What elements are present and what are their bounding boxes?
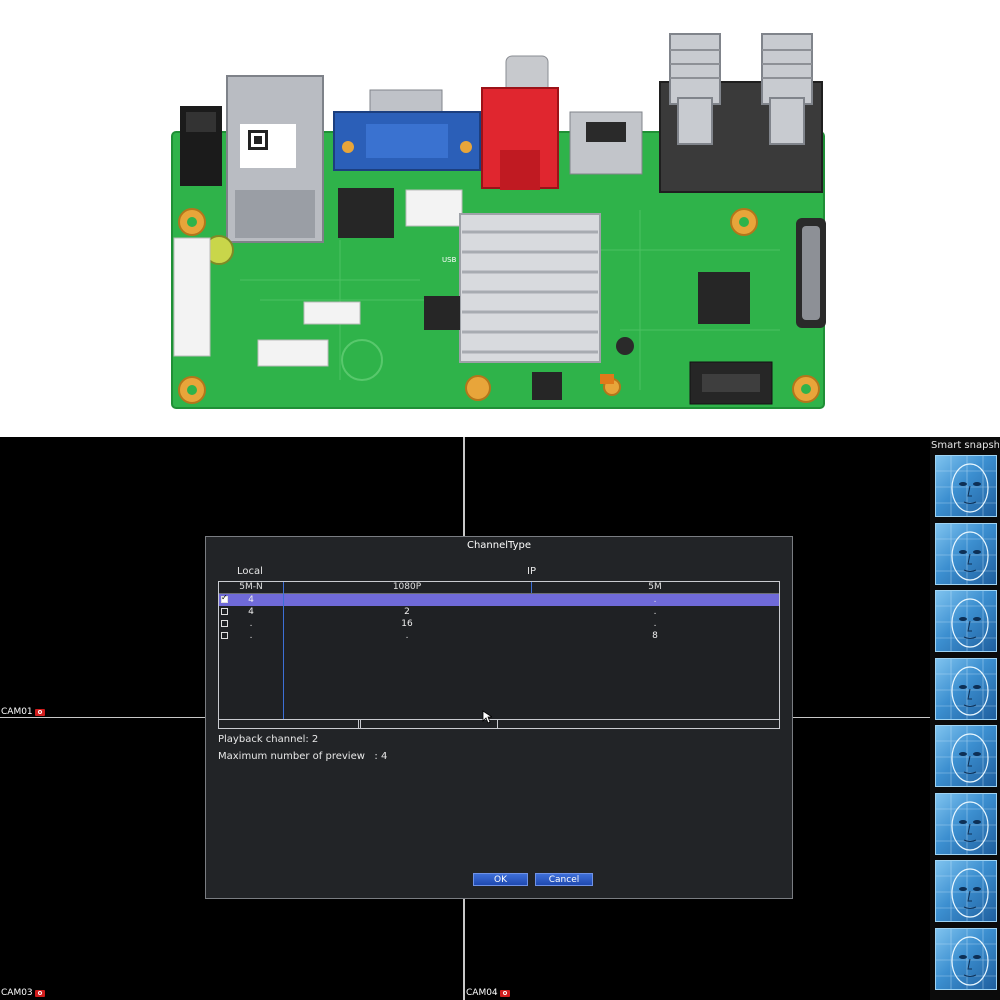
face-icon [936,523,996,584]
table-row[interactable]: . . 8 [219,630,779,642]
cell-1080p: 2 [404,607,410,617]
dialog-title: ChannelType [466,540,532,551]
cell-local: . [249,631,253,641]
cell-local: 4 [248,595,254,605]
horizontal-scrollbar[interactable] [219,719,779,728]
camera-name: CAM01 [1,707,33,717]
face-icon [936,456,996,516]
cancel-button[interactable]: Cancel [535,873,593,886]
face-icon [936,726,996,786]
cell-5m: . [653,607,657,617]
snapshot-thumbnail[interactable] [935,927,997,990]
camera-label-cam03[interactable]: CAM03 [1,988,45,998]
snapshot-thumbnail[interactable] [935,657,997,720]
row-checkbox[interactable] [221,632,228,639]
snapshot-thumbnail[interactable] [935,792,997,855]
face-icon [936,591,996,651]
snapshot-thumbnail[interactable] [935,522,997,585]
table-row[interactable]: 4 . [219,593,779,606]
record-icon [499,989,510,997]
column-divider [531,582,532,593]
cell-1080p: 16 [401,619,413,629]
snapshot-title: Smart snapshot [931,440,999,451]
camera-name: CAM03 [1,988,33,998]
face-icon [936,928,996,989]
cell-1080p: . [405,631,409,641]
face-icon [936,793,996,854]
face-icon [936,658,996,719]
camera-name: CAM04 [466,988,498,998]
table-row[interactable]: 4 2 . [219,606,779,618]
snapshot-thumbnail[interactable] [935,725,997,787]
record-icon [34,708,45,716]
row-checkbox[interactable] [221,608,228,615]
dvr-live-view: CAM01 CAM03 CAM04 Smart snapshot Channel… [0,437,1000,1000]
playback-channel-text: Playback channel: 2 [218,734,319,745]
mouse-cursor-icon [482,710,492,724]
row-checkbox[interactable] [221,593,228,603]
cell-5m: . [653,619,657,629]
cell-5m: 8 [652,631,658,641]
usb-silkscreen: USB [442,256,457,264]
column-divider [283,582,284,720]
camera-label-cam01[interactable]: CAM01 [1,707,45,717]
face-icon [936,861,996,921]
ok-button[interactable]: OK [473,873,528,886]
channel-type-table[interactable]: 5M-N 1080P 5M 4 . 4 2 . . 16 . [218,581,780,729]
column-header-5m-n: 5M-N [239,582,263,592]
snapshot-thumbnail[interactable] [935,590,997,652]
record-icon [34,989,45,997]
camera-label-cam04[interactable]: CAM04 [466,988,510,998]
dvr-board-image: USB [171,33,826,409]
table-header: 5M-N 1080P 5M [219,582,779,594]
snapshot-thumbnail[interactable] [935,455,997,517]
cell-local: 4 [248,607,254,617]
snapshot-thumbnail[interactable] [935,860,997,922]
cell-local: . [249,619,253,629]
group-label-local: Local [237,566,263,577]
channel-type-dialog: ChannelType Local IP 5M-N 1080P 5M 4 . 4… [205,536,793,899]
column-header-1080p: 1080P [392,582,422,592]
table-row[interactable]: . 16 . [219,618,779,630]
smart-snapshot-panel: Smart snapshot [930,437,1000,1000]
column-header-5m: 5M [648,582,662,592]
row-checkbox[interactable] [221,620,228,627]
product-photo: USB [0,0,1000,437]
cell-5m: . [653,595,657,605]
group-label-ip: IP [527,566,536,577]
max-preview-text: Maximum number of preview : 4 [218,751,388,762]
